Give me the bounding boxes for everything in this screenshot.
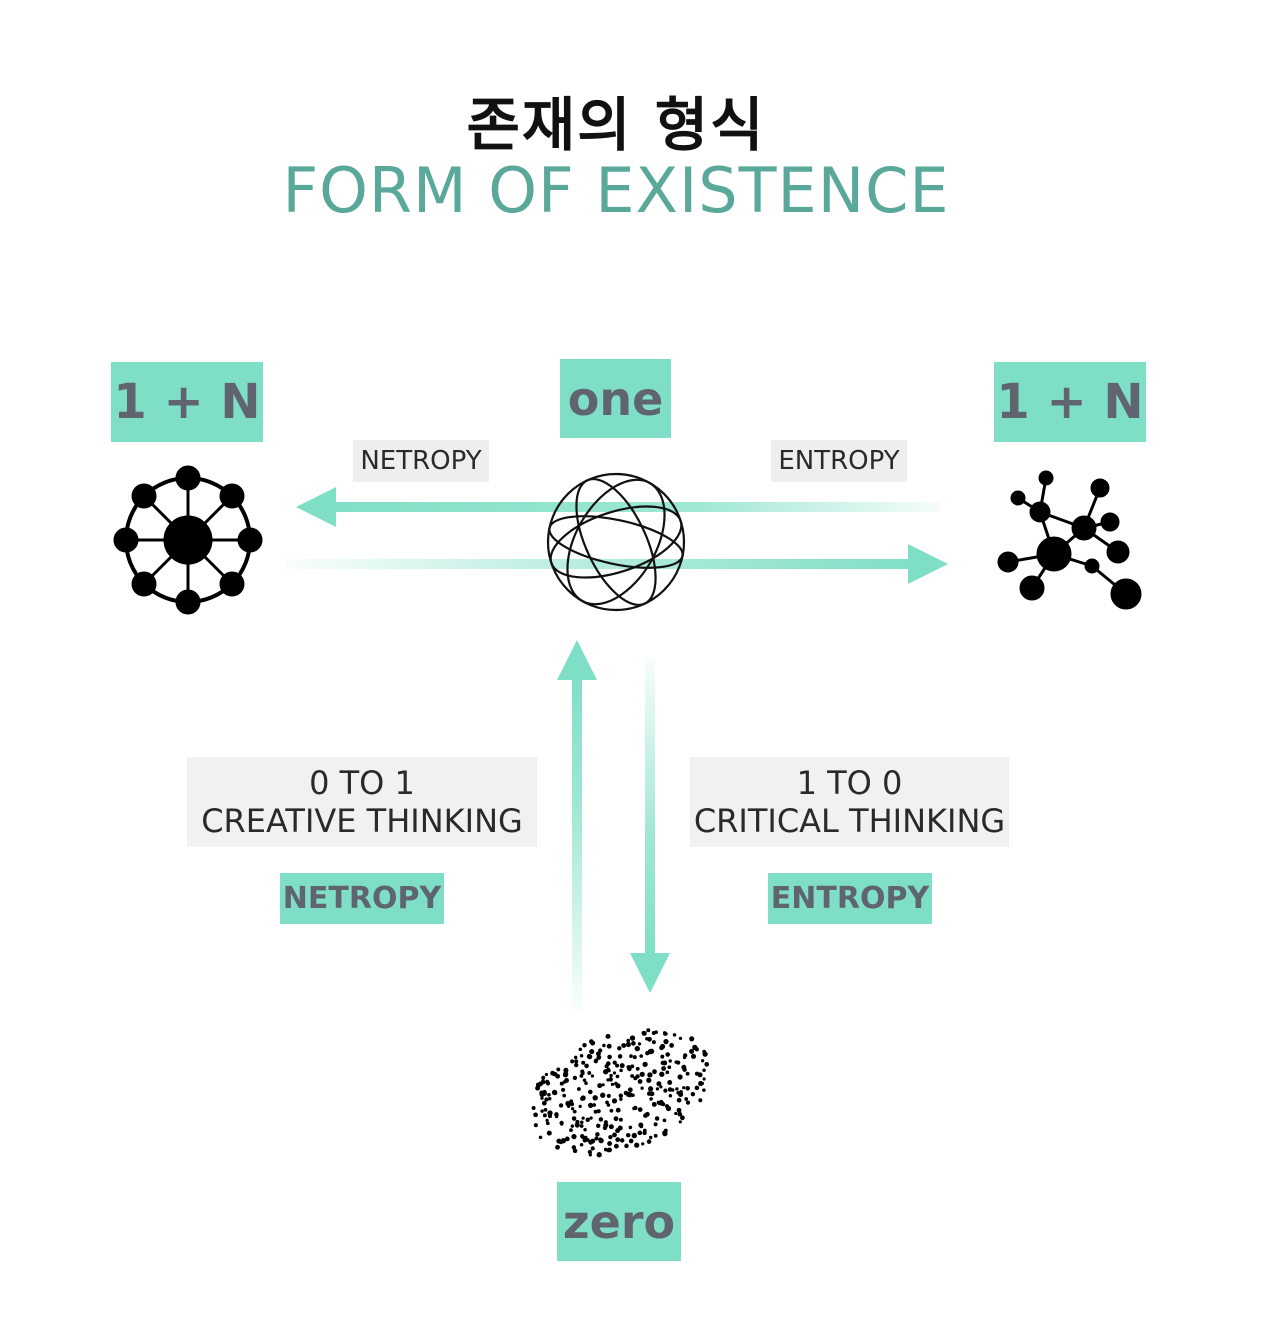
arrow-entropy-vertical bbox=[630, 658, 670, 993]
box-critical-line2: CRITICAL THINKING bbox=[693, 802, 1006, 840]
box-creative-thinking: 0 TO 1 CREATIVE THINKING bbox=[187, 757, 537, 847]
title-korean: 존재의 형식 bbox=[466, 91, 766, 159]
tag-netropy: NETROPY bbox=[353, 440, 489, 482]
wireframe-sphere-icon bbox=[546, 472, 686, 612]
scattered-network-icon bbox=[997, 470, 1142, 610]
box-critical-thinking: 1 TO 0 CRITICAL THINKING bbox=[690, 757, 1009, 847]
title-english: FORM OF EXISTENCE bbox=[282, 154, 950, 227]
box-creative-line1: 0 TO 1 bbox=[309, 764, 415, 802]
wheel-network-icon bbox=[113, 465, 263, 615]
dot-cloud-icon bbox=[531, 1028, 710, 1158]
badge-left-1-plus-n: 1 + N bbox=[111, 362, 263, 442]
arrow-entropy-horizontal bbox=[285, 544, 948, 584]
badge-entropy: ENTROPY bbox=[768, 873, 932, 924]
arrow-netropy-vertical bbox=[557, 640, 597, 1010]
badge-netropy: NETROPY bbox=[280, 873, 444, 924]
badge-zero: zero bbox=[557, 1182, 681, 1261]
box-critical-line1: 1 TO 0 bbox=[796, 764, 903, 802]
tag-entropy: ENTROPY bbox=[771, 440, 907, 482]
badge-one: one bbox=[560, 359, 671, 438]
box-creative-line2: CREATIVE THINKING bbox=[201, 802, 523, 840]
badge-right-1-plus-n: 1 + N bbox=[994, 362, 1146, 442]
